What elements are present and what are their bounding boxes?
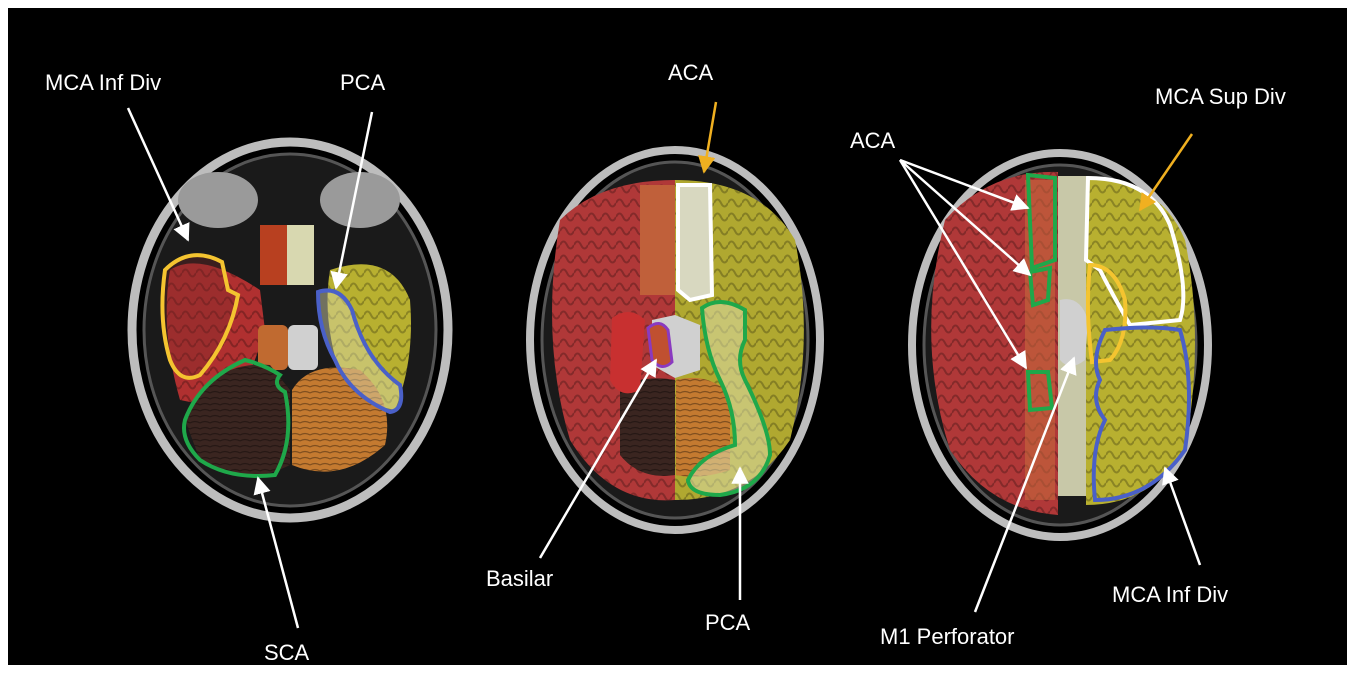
label-right-mca-sup-div: MCA Sup Div: [1155, 84, 1286, 109]
label-middle-basilar: Basilar: [486, 566, 553, 591]
label-right-m1-perforator: M1 Perforator: [880, 624, 1015, 649]
label-right-mca-inf-div: MCA Inf Div: [1112, 582, 1228, 607]
left-pons-gray: [288, 325, 318, 370]
label-left-sca: SCA: [264, 640, 310, 665]
label-middle-pca: PCA: [705, 610, 751, 635]
label-right-aca: ACA: [850, 128, 896, 153]
label-middle-aca: ACA: [668, 60, 714, 85]
middle-basilar-outline: [648, 323, 672, 366]
left-slice: [132, 142, 448, 518]
middle-slice: [530, 150, 820, 530]
middle-left-pca-red: [610, 312, 645, 393]
left-orbit-right: [320, 172, 400, 228]
left-orbit-left: [178, 172, 258, 228]
middle-aca-outline: [678, 185, 712, 300]
left-aca-strip-beige: [287, 225, 314, 285]
label-left-pca: PCA: [340, 70, 386, 95]
left-aca-strip-red: [260, 225, 287, 285]
label-left-mca-inf-div: MCA Inf Div: [45, 70, 161, 95]
middle-frontal-orange: [640, 185, 675, 295]
left-pons-orange: [258, 325, 288, 370]
